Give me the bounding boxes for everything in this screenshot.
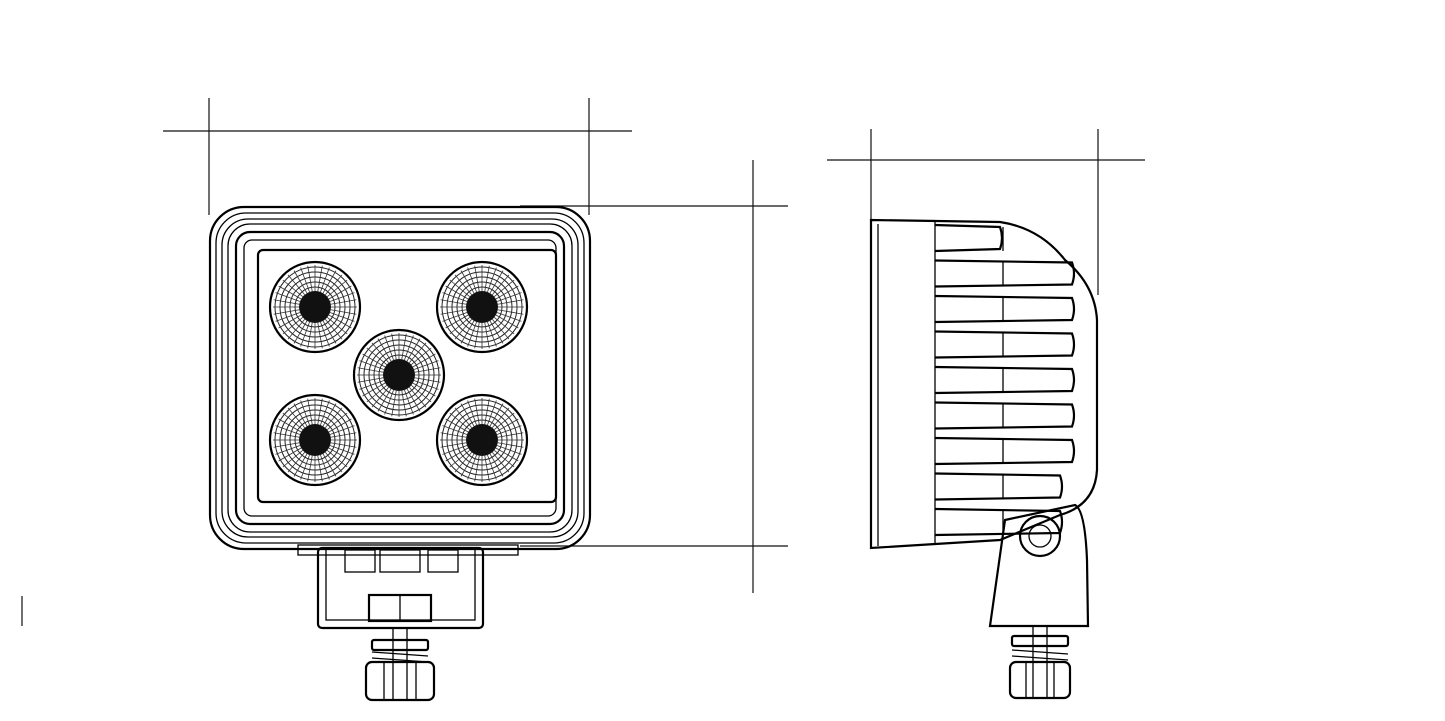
led-lens — [352, 328, 446, 422]
side-dimension-lines — [827, 129, 1145, 295]
led-array — [268, 260, 529, 487]
led-lens — [435, 260, 529, 354]
cooling-fin — [934, 365, 1076, 395]
led-lens — [268, 260, 362, 354]
mounting-bolt — [364, 627, 436, 702]
cooling-fin — [934, 401, 1076, 430]
led-lens — [435, 393, 529, 487]
front-dimension-lines — [21, 98, 788, 626]
side-bracket — [988, 503, 1090, 628]
cooling-fin — [934, 294, 1076, 324]
cooling-fin — [934, 330, 1076, 359]
housing — [208, 205, 592, 551]
side-bolt — [1008, 625, 1072, 700]
cooling-fin — [934, 223, 1004, 253]
side-view — [869, 218, 1099, 700]
front-view — [208, 205, 592, 702]
mount-bracket — [297, 544, 519, 630]
cooling-fin — [934, 259, 1076, 288]
cooling-fin — [934, 436, 1076, 466]
cooling-fin — [934, 472, 1064, 501]
cooling-fins — [934, 223, 1076, 537]
led-lens — [268, 393, 362, 487]
